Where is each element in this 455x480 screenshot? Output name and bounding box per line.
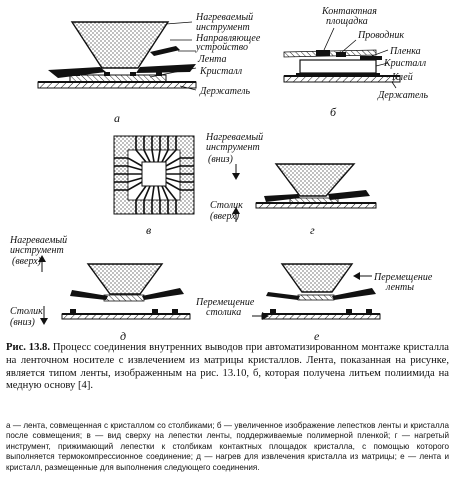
crystal-d [103,294,145,302]
label-g-4: (вверх) [210,211,240,222]
panel-d: Нагреваемый инструмент (вверх) Столик (в… [9,235,191,342]
panel-b: Контактная площадка Проводник Пленка Кри… [283,6,428,119]
crystal-v [141,161,167,187]
caption-ref: Рис. 13.8. [6,342,50,353]
heated-tool-a [70,21,170,69]
label-b-5: Клей [391,72,413,83]
tape-e [266,292,300,300]
figure-caption: Рис. 13.8. Процесс соединения внутренних… [6,342,449,393]
label-a-2: Направляющее [195,33,261,44]
label-b-4: Кристалл [383,58,427,69]
label-a-3: устройство [195,42,248,53]
label-g-1: инструмент [206,142,260,153]
guide-a [150,46,180,56]
figure-legend: а — лента, совмещенная с кристаллом со с… [6,421,449,472]
label-e-1: ленты [385,282,414,293]
label-b-6: Держатель [377,90,428,101]
label-d-2: (вверх) [12,256,42,267]
tape-e [332,288,376,300]
bump-a [104,72,110,76]
tape-leads-v [114,136,194,214]
tape-g [328,190,370,200]
tape-g [264,194,300,202]
panel-e: Перемещение ленты Перемещение столика е [195,263,433,342]
panel-letter-b: б [330,105,337,119]
glue-b [296,73,380,76]
heated-tool-g [274,163,356,197]
crystal-b [299,59,377,74]
panel-letter-d: д [120,329,126,342]
bump-a [74,72,80,76]
label-a-4: Лента [197,54,227,65]
label-e-3: столика [206,307,241,318]
label-e-0: Перемещение [373,272,433,283]
label-g-0: Нагреваемый [205,132,263,143]
label-g-2: (вниз) [208,154,234,165]
tape-d [142,288,184,300]
heated-tool-e [280,263,354,293]
conductor-b [283,49,377,58]
crystal-e [297,294,335,301]
label-d-3: Столик [10,306,43,317]
panel-letter-g: г [310,223,315,237]
label-b-3: Пленка [389,46,421,57]
bump-a [130,72,136,76]
tape-lead-right-a [136,64,196,73]
figure-13-8: Нагреваемый инструмент Направляющее устр… [9,6,433,342]
label-b-0: Контактная [321,6,377,17]
label-a-0: Нагреваемый [195,12,253,23]
heated-tool-d [86,263,164,295]
panel-letter-e: е [314,329,320,342]
label-b-1: площадка [326,16,368,27]
panel-a: Нагреваемый инструмент Направляющее устр… [37,12,261,125]
panel-g: Нагреваемый инструмент (вниз) Столик (вв… [205,132,377,237]
panel-letter-v: в [146,223,151,237]
label-e-2: Перемещение [195,297,255,308]
label-d-0: Нагреваемый [9,235,67,246]
film-b [360,56,382,60]
crystal-a [69,74,167,83]
label-d-4: (вниз) [10,317,36,328]
label-g-3: Столик [210,200,243,211]
label-d-1: инструмент [10,245,64,256]
label-b-2: Проводник [357,30,404,41]
panel-v: в [113,135,195,237]
bump-a [156,72,162,76]
label-a-5: Кристалл [199,66,243,77]
label-a-1: инструмент [196,22,250,33]
panel-letter-a: а [114,111,120,125]
caption-text: Процесс соединения внутренних выводов пр… [6,342,449,392]
label-a-6: Держатель [199,86,250,97]
tape-d [70,290,108,300]
